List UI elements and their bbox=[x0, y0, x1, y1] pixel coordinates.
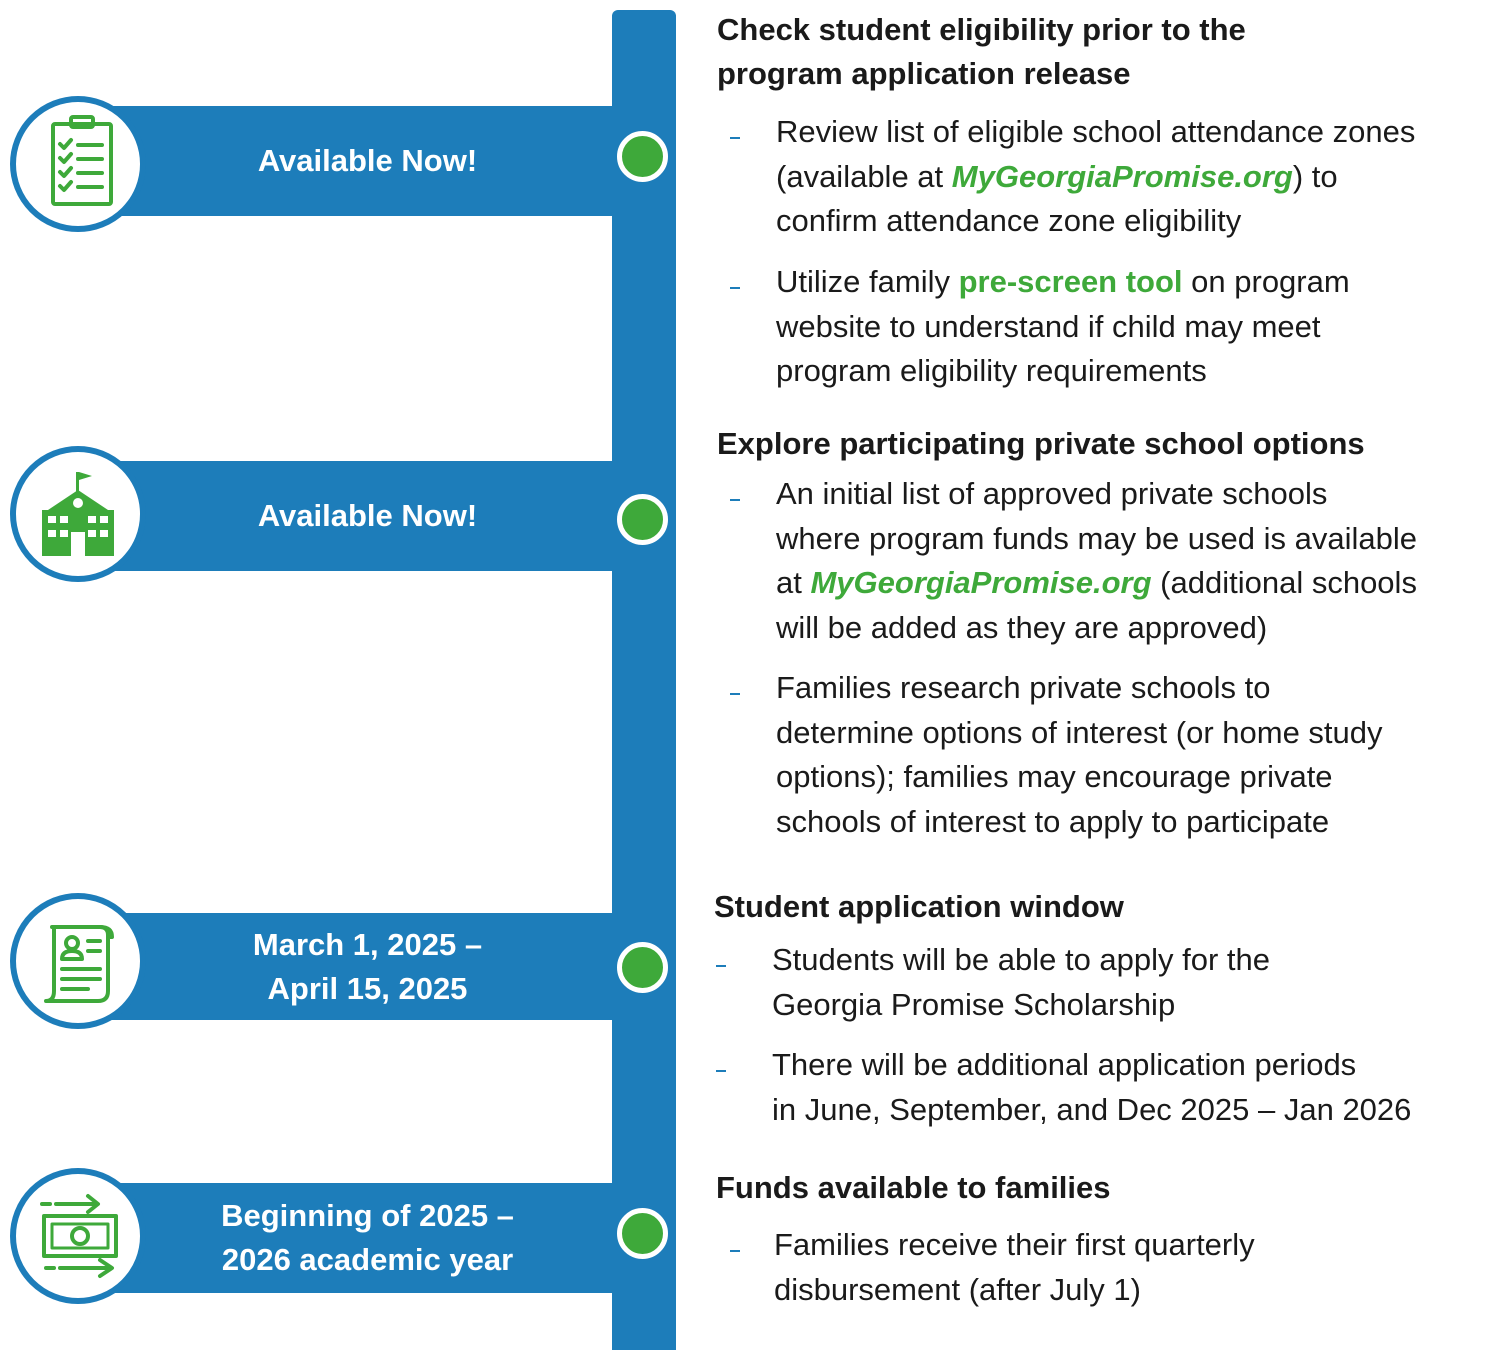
icon-circle bbox=[10, 446, 146, 582]
website-link[interactable]: MyGeorgiaPromise.org bbox=[951, 158, 1293, 194]
bullet-text: Utilize family pre-screen tool on progra… bbox=[776, 264, 1350, 388]
milestone-label: Beginning of 2025 –2026 academic year bbox=[221, 1198, 514, 1277]
bullet-text-segment: on program bbox=[1182, 264, 1350, 299]
timeline-node bbox=[617, 131, 668, 182]
bullet-dash bbox=[730, 137, 740, 139]
bullet-text-segment: ) to bbox=[1292, 158, 1338, 194]
milestone-label: Available Now! bbox=[257, 498, 478, 533]
timeline-node bbox=[617, 1208, 668, 1259]
bullet-text: Families research private schools to det… bbox=[776, 670, 1383, 839]
milestone-label: March 1, 2025 –April 15, 2025 bbox=[252, 926, 483, 1006]
bullet-dash bbox=[730, 693, 740, 695]
bullet-dash bbox=[716, 965, 726, 967]
section-heading: Explore participating private school opt… bbox=[717, 426, 1365, 461]
icon-circle bbox=[10, 1168, 146, 1304]
bullet-text: There will be additional application per… bbox=[772, 1047, 1412, 1127]
section-heading: Check student eligibility prior to the p… bbox=[717, 12, 1246, 91]
milestone-band bbox=[60, 461, 612, 571]
icon-circle bbox=[10, 96, 146, 232]
timeline-spine bbox=[612, 10, 676, 1350]
bullet-text-segment: Utilize family bbox=[776, 264, 959, 299]
milestone-label: Available Now! bbox=[257, 143, 478, 178]
timeline-node bbox=[617, 942, 668, 993]
website-link[interactable]: MyGeorgiaPromise.org bbox=[810, 565, 1152, 600]
clipboard-checklist-icon bbox=[51, 115, 113, 206]
bullet-text-segment: (available at bbox=[776, 158, 952, 194]
bullet-dash bbox=[730, 1250, 740, 1252]
milestone-band bbox=[60, 106, 612, 216]
bullet-text: Families receive their first quarterly d… bbox=[774, 1227, 1255, 1307]
school-building-icon bbox=[42, 472, 114, 556]
bullet-text-segment: at bbox=[776, 565, 811, 600]
bullet-text: An initial list of approved private scho… bbox=[776, 476, 1418, 645]
bullet-text: Review list of eligible school attendanc… bbox=[776, 114, 1416, 238]
timeline-node bbox=[617, 494, 668, 545]
milestone-band bbox=[60, 913, 612, 1020]
milestone-band bbox=[60, 1183, 612, 1293]
bullet-dash bbox=[716, 1070, 726, 1072]
icon-circle bbox=[10, 893, 146, 1029]
bullet-dash bbox=[730, 499, 740, 501]
section-heading: Student application window bbox=[714, 889, 1124, 924]
section-heading: Funds available to families bbox=[716, 1170, 1111, 1205]
money-transfer-icon bbox=[40, 1194, 118, 1278]
website-link[interactable]: pre-screen tool bbox=[958, 264, 1183, 299]
application-document-icon bbox=[44, 925, 114, 1003]
bullet-text: Students will be able to apply for the G… bbox=[772, 942, 1271, 1022]
bullet-dash bbox=[730, 287, 740, 289]
bullet-text-segment: (additional schools bbox=[1151, 565, 1417, 600]
